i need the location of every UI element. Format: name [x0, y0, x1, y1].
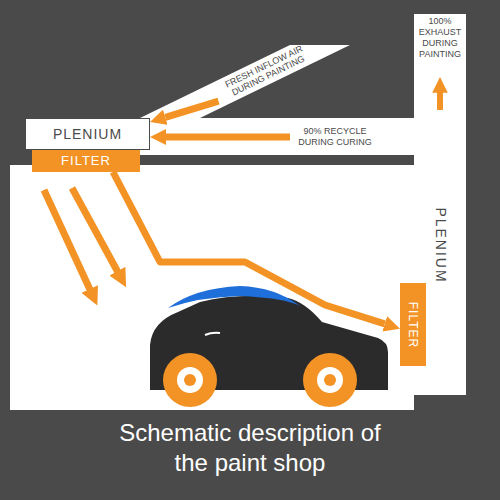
exhaust-arrow	[437, 88, 443, 110]
caption: Schematic description of the paint shop	[100, 418, 400, 478]
wheel-center	[184, 374, 196, 386]
duct-label: 100% EXHAUST DURING PAINTING	[414, 16, 466, 60]
wheel-hub	[317, 367, 343, 393]
wheel-center	[324, 374, 336, 386]
duct-label: 90% RECYCLE DURING CURING	[290, 122, 380, 152]
node-text: PLENIUM	[53, 126, 122, 143]
node-text: 100% EXHAUST DURING PAINTING	[414, 16, 466, 60]
filter-box: FILTER	[400, 283, 426, 366]
node-text: 90% RECYCLE DURING CURING	[290, 126, 380, 148]
car-wheel	[303, 353, 357, 407]
node-text: PLENIUM	[432, 207, 449, 283]
airflow-arrow	[166, 134, 290, 141]
door-handle	[205, 333, 220, 335]
plenum-label: PLENIUM	[432, 207, 449, 283]
airflow-arrow	[72, 188, 120, 276]
recycle-duct	[140, 118, 466, 155]
car-wheel	[163, 353, 217, 407]
node-text: FILTER	[406, 301, 420, 347]
plenum-box: PLENIUM	[25, 118, 150, 150]
car-window	[168, 286, 300, 308]
filter-box: FILTER	[32, 150, 140, 172]
node-text: FRESH INFLOW AIR DURING PAINTING	[218, 41, 313, 101]
airflow-arrow	[113, 172, 385, 324]
airflow-arrow	[165, 101, 218, 117]
node-text: FILTER	[61, 153, 111, 169]
paint-booth	[10, 165, 414, 410]
wheel-hub	[177, 367, 203, 393]
duct-label: FRESH INFLOW AIR DURING PAINTING	[218, 41, 313, 101]
